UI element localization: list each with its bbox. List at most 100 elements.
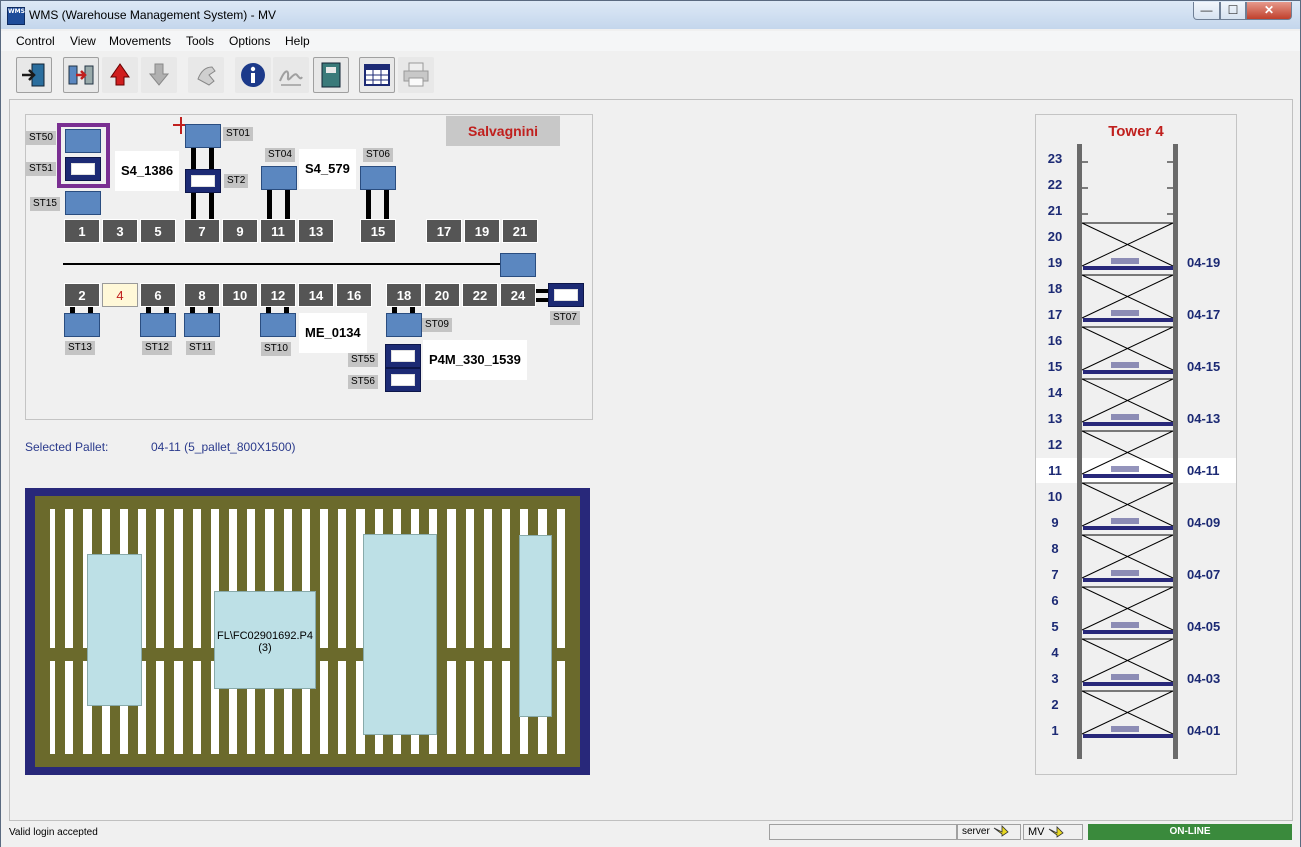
position-19[interactable]: 19 (464, 219, 500, 243)
menu-control[interactable]: Control (16, 34, 55, 48)
book-button[interactable] (313, 57, 349, 93)
station-st50[interactable] (65, 129, 101, 153)
tray-04-07[interactable] (1083, 570, 1173, 582)
conveyor-line (63, 263, 501, 265)
tray-label-04-17[interactable]: 04-17 (1187, 307, 1221, 322)
position-5[interactable]: 5 (140, 219, 176, 243)
tray-label-04-05[interactable]: 04-05 (1187, 619, 1221, 634)
position-11[interactable]: 11 (260, 219, 296, 243)
station-label-st55: ST55 (348, 353, 378, 367)
tower-level-20: 20 (1047, 229, 1063, 244)
signature-button[interactable] (273, 57, 309, 93)
tray-04-19[interactable] (1083, 258, 1173, 270)
position-8[interactable]: 8 (184, 283, 220, 307)
tower-level-12: 12 (1047, 437, 1063, 452)
title-bar[interactable]: WMS WMS (Warehouse Management System) - … (1, 1, 1300, 29)
tray-04-01[interactable] (1083, 726, 1173, 738)
maximize-button[interactable]: ☐ (1220, 2, 1246, 20)
server-label: server (962, 826, 990, 837)
station-st01[interactable] (185, 124, 221, 148)
position-21[interactable]: 21 (502, 219, 538, 243)
station-st04[interactable] (261, 166, 297, 190)
station-st12[interactable] (140, 313, 176, 337)
position-6[interactable]: 6 (140, 283, 176, 307)
calendar-table-button[interactable] (359, 57, 395, 93)
code-s4-1386: S4_1386 (115, 151, 180, 191)
info-button[interactable] (235, 57, 271, 93)
tray-04-05[interactable] (1083, 622, 1173, 634)
station-st2[interactable] (185, 169, 221, 193)
tray-label-04-15[interactable]: 04-15 (1187, 359, 1221, 374)
tower-level-22: 22 (1047, 177, 1063, 192)
tray-04-15[interactable] (1083, 362, 1173, 374)
status-bar: Valid login accepted server MV ON-LINE (1, 823, 1300, 847)
tray-label-04-03[interactable]: 04-03 (1187, 671, 1221, 686)
tray-04-09[interactable] (1083, 518, 1173, 530)
position-15[interactable]: 15 (360, 219, 396, 243)
station-st15[interactable] (65, 191, 101, 215)
position-14[interactable]: 14 (298, 283, 334, 307)
position-9[interactable]: 9 (222, 219, 258, 243)
hand-button[interactable] (188, 57, 224, 93)
menu-movements[interactable]: Movements (109, 34, 172, 48)
minimize-button[interactable]: — (1193, 2, 1220, 20)
tray-label-04-19[interactable]: 04-19 (1187, 255, 1221, 270)
close-button[interactable]: ✕ (1246, 2, 1292, 20)
pallet-item[interactable] (363, 534, 437, 735)
tower-level-13: 13 (1047, 411, 1063, 426)
signature-icon (279, 70, 303, 86)
tray-label-04-07[interactable]: 04-07 (1187, 567, 1221, 582)
pallet-item[interactable] (519, 535, 552, 717)
position-17[interactable]: 17 (426, 219, 462, 243)
exit-button[interactable] (16, 57, 52, 93)
station-st11[interactable] (184, 313, 220, 337)
station-label-st10: ST10 (261, 342, 291, 356)
menu-view[interactable]: View (70, 34, 96, 48)
tray-04-03[interactable] (1083, 674, 1173, 686)
download-button[interactable] (141, 57, 177, 93)
shuttle-cart[interactable] (500, 253, 536, 277)
pallet-transfer-button[interactable] (63, 57, 99, 93)
position-2[interactable]: 2 (64, 283, 100, 307)
position-1[interactable]: 1 (64, 219, 100, 243)
station-st06[interactable] (360, 166, 396, 190)
status-message: Valid login accepted (9, 827, 98, 838)
position-24[interactable]: 24 (500, 283, 536, 307)
station-label-st50: ST50 (26, 131, 56, 145)
position-22[interactable]: 22 (462, 283, 498, 307)
station-st56[interactable] (385, 368, 421, 392)
position-7[interactable]: 7 (184, 219, 220, 243)
station-st13[interactable] (64, 313, 100, 337)
position-3[interactable]: 3 (102, 219, 138, 243)
print-button[interactable] (398, 57, 434, 93)
menu-tools[interactable]: Tools (186, 34, 215, 48)
position-13[interactable]: 13 (298, 219, 334, 243)
station-st55[interactable] (385, 344, 421, 368)
position-16[interactable]: 16 (336, 283, 372, 307)
pallet-view: FL\FC02901692.P4 (3) (25, 488, 590, 775)
station-label-st09: ST09 (422, 318, 452, 332)
tray-label-04-09[interactable]: 04-09 (1187, 515, 1221, 530)
station-st10[interactable] (260, 313, 296, 337)
position-10[interactable]: 10 (222, 283, 258, 307)
alarm-button[interactable] (102, 57, 138, 93)
station-label-st12: ST12 (142, 341, 172, 355)
position-12[interactable]: 12 (260, 283, 296, 307)
station-st09[interactable] (386, 313, 422, 337)
station-st51[interactable] (65, 157, 101, 181)
tray-label-04-11[interactable]: 04-11 (1187, 463, 1220, 478)
tray-04-11[interactable] (1083, 466, 1173, 478)
position-4[interactable]: 4 (102, 283, 138, 307)
tray-04-17[interactable] (1083, 310, 1173, 322)
position-18[interactable]: 18 (386, 283, 422, 307)
tray-label-04-01[interactable]: 04-01 (1187, 723, 1221, 738)
position-20[interactable]: 20 (424, 283, 460, 307)
menu-help[interactable]: Help (285, 34, 310, 48)
station-st07[interactable] (548, 283, 584, 307)
station-label-st11: ST11 (186, 341, 216, 355)
menu-options[interactable]: Options (229, 34, 271, 48)
pallet-item-labeled[interactable]: FL\FC02901692.P4 (3) (214, 591, 316, 689)
tray-label-04-13[interactable]: 04-13 (1187, 411, 1221, 426)
tray-04-13[interactable] (1083, 414, 1173, 426)
pallet-item[interactable] (87, 554, 142, 706)
